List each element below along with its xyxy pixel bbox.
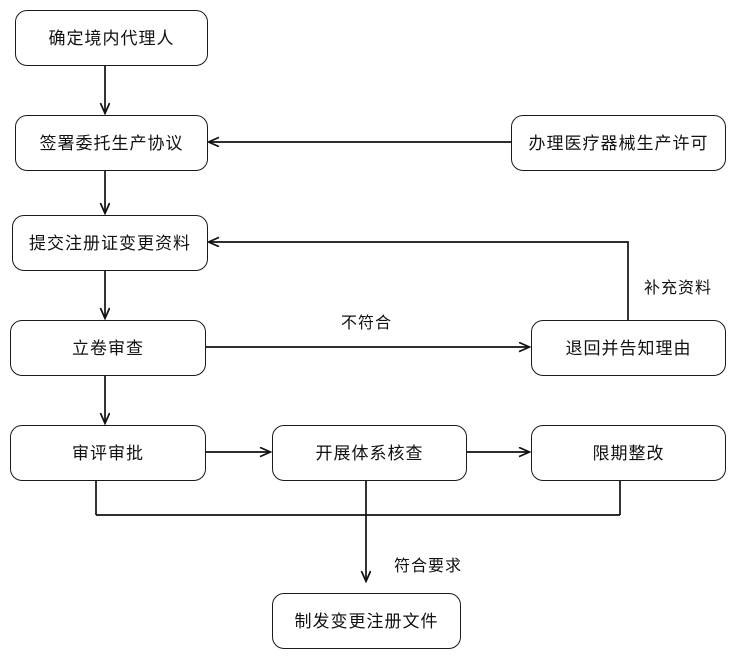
- node-label: 办理医疗器械生产许可: [528, 133, 709, 153]
- edge-label-text: 补充资料: [644, 280, 713, 297]
- node-label: 退回并告知理由: [565, 338, 692, 358]
- node-return-with-reason[interactable]: 退回并告知理由: [531, 320, 726, 376]
- edge-label-not-compliant: 不符合: [341, 309, 392, 333]
- node-label: 立卷审查: [72, 338, 144, 358]
- edge-label-text: 符合要求: [394, 558, 463, 575]
- node-sign-agreement[interactable]: 签署委托生产协议: [15, 115, 208, 171]
- node-label: 确定境内代理人: [48, 28, 175, 48]
- edge-label-text: 不符合: [341, 315, 393, 332]
- node-submit-change-docs[interactable]: 提交注册证变更资料: [12, 215, 208, 271]
- edge-label-meets-requirement: 符合要求: [394, 552, 462, 576]
- node-label: 审评审批: [72, 443, 144, 463]
- node-time-limited-rectify[interactable]: 限期整改: [531, 425, 726, 481]
- node-label: 开展体系核查: [315, 443, 424, 463]
- node-determine-agent[interactable]: 确定境内代理人: [15, 10, 208, 66]
- node-label: 提交注册证变更资料: [29, 233, 191, 253]
- node-production-license[interactable]: 办理医疗器械生产许可: [511, 115, 726, 171]
- node-issue-change-cert[interactable]: 制发变更注册文件: [272, 593, 461, 649]
- edge-return-to-submit-loop: [209, 242, 629, 320]
- node-label: 签署委托生产协议: [39, 133, 184, 153]
- node-label: 制发变更注册文件: [294, 611, 439, 631]
- node-file-review[interactable]: 立卷审查: [10, 320, 206, 376]
- node-review-approval[interactable]: 审评审批: [10, 425, 206, 481]
- edge-label-supplement-docs: 补充资料: [644, 274, 712, 298]
- node-label: 限期整改: [592, 443, 665, 463]
- node-system-inspection[interactable]: 开展体系核查: [272, 425, 467, 481]
